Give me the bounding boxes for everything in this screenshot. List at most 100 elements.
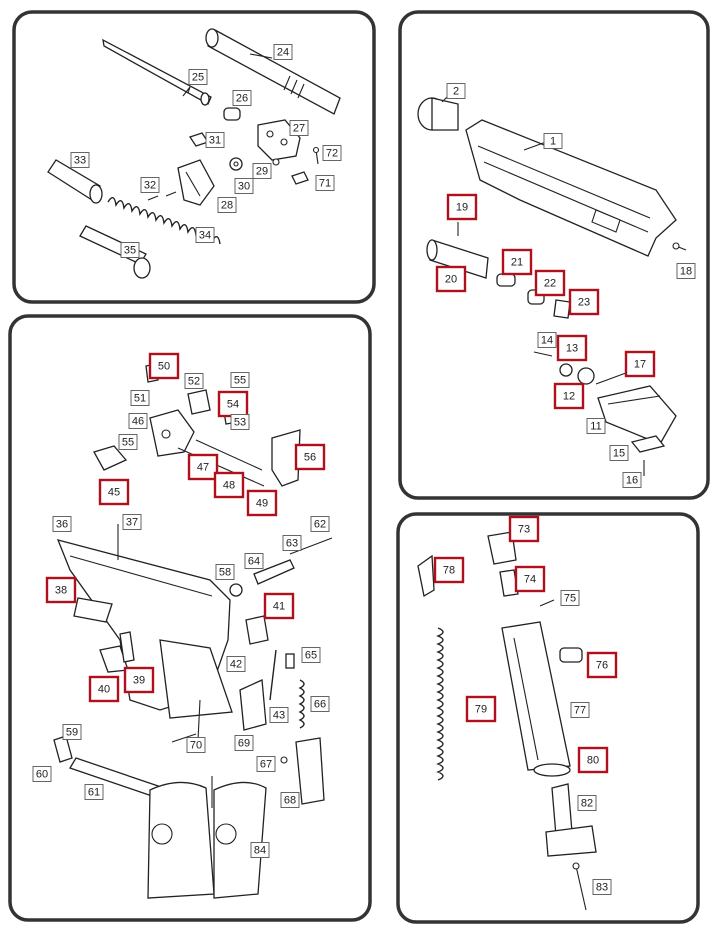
callout-box [501,248,533,276]
callout-number: 42 [230,659,242,671]
callout-number: 79 [475,704,487,716]
part-23 [553,299,571,319]
callout-20: 20 [435,265,467,293]
callout-14: 14 [537,332,557,348]
callout-15: 15 [609,445,629,461]
part-slide-1 [465,119,677,257]
callout-number: 41 [273,601,285,613]
callout-box [433,556,465,584]
callout-box [252,163,272,179]
callout-29: 29 [252,163,272,179]
callout-59: 59 [62,724,82,740]
callout-61: 61 [84,784,104,800]
callout-58: 58 [215,564,235,580]
callout-26: 26 [232,90,252,106]
callout-box [446,193,478,221]
callout-box [205,132,225,148]
callout-box [289,120,309,136]
callout-box [568,288,600,316]
callout-35: 35 [120,242,140,258]
part-29 [272,158,280,166]
callout-number: 56 [304,452,316,464]
callout-77: 77 [570,702,590,718]
callout-box [186,737,206,753]
callout-box [230,372,250,388]
callout-box [256,756,276,772]
callout-number: 30 [238,181,250,193]
callout-22: 22 [534,269,566,297]
callout-54: 54 [217,390,249,418]
callout-box [592,879,612,895]
callout-number: 69 [238,738,250,750]
callout-number: 62 [314,519,326,531]
callout-box [508,515,540,543]
part-67 [280,756,288,764]
callout-box [84,784,104,800]
callout-box [123,666,155,694]
callout-box [570,702,590,718]
callout-box [310,516,330,532]
callout-47: 47 [187,453,219,481]
callout-box [88,675,120,703]
callout-49: 49 [246,489,278,517]
panel-barrel-assembly [12,10,376,304]
callout-number: 50 [158,361,170,373]
callout-number: 63 [286,538,298,550]
callout-72: 72 [322,145,342,161]
callout-box [609,445,629,461]
callout-number: 1 [550,136,556,148]
callout-number: 74 [524,574,536,586]
callout-41: 41 [263,592,295,620]
callout-number: 35 [124,245,136,257]
callout-75: 75 [560,590,580,606]
callout-16: 16 [622,472,642,488]
callout-box [310,696,330,712]
callout-84: 84 [250,842,270,858]
callout-number: 58 [219,567,231,579]
part-38 [73,597,113,623]
callout-number: 45 [108,487,120,499]
callout-box [215,564,235,580]
part-spring-43 [269,649,277,701]
callout-13: 13 [556,334,588,362]
callout-box [128,413,148,429]
callout-number: 47 [197,462,209,474]
callout-box [560,590,580,606]
callout-number: 55 [234,375,246,387]
callout-number: 25 [192,72,204,84]
part-20-guide [426,239,489,279]
callout-number: 60 [36,769,48,781]
callout-number: 71 [319,178,331,190]
callout-number: 48 [223,480,235,492]
callout-19: 19 [446,193,478,221]
part-45 [93,445,128,471]
callout-number: 34 [199,230,211,242]
callout-38: 38 [45,576,77,604]
callout-number: 39 [133,675,145,687]
callout-number: 80 [587,755,599,767]
callout-number: 64 [248,556,260,568]
part-74 [499,569,519,597]
callout-box [250,842,270,858]
callout-number: 11 [590,421,601,433]
part-grips-84 [147,781,267,899]
callout-50: 50 [148,352,180,380]
callout-number: 29 [256,166,268,178]
callout-25: 25 [188,69,208,85]
callout-21: 21 [501,248,533,276]
callout-36: 36 [52,516,72,532]
part-30 [229,157,243,171]
callout-box [553,382,585,410]
callout-number: 13 [566,343,578,355]
part-59-60 [53,735,73,763]
callout-box [130,390,150,406]
callout-number: 72 [326,148,338,160]
callout-box [188,69,208,85]
callout-number: 51 [134,393,146,405]
callout-24: 24 [273,44,293,60]
part-72 [312,146,320,165]
callout-83: 83 [592,879,612,895]
callout-number: 70 [190,740,202,752]
callout-number: 52 [188,376,200,388]
callout-box [322,145,342,161]
